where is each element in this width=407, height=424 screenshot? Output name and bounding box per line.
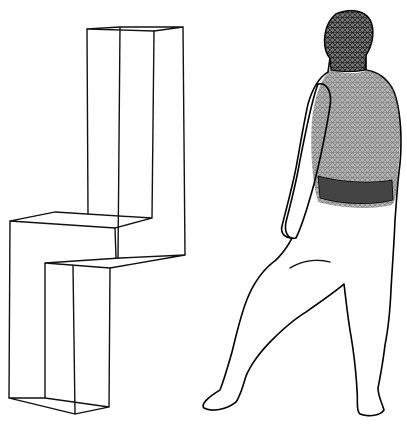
lower-step-outline — [45, 255, 185, 414]
upper-column-outline — [87, 27, 185, 258]
base-outline — [9, 398, 109, 414]
mesh-head-dense — [325, 11, 373, 72]
mesh-knee-crease — [290, 260, 330, 268]
middle-step-outline — [9, 212, 152, 398]
seated-human-mesh — [203, 11, 401, 416]
stepped-block-wireframe — [9, 27, 185, 414]
